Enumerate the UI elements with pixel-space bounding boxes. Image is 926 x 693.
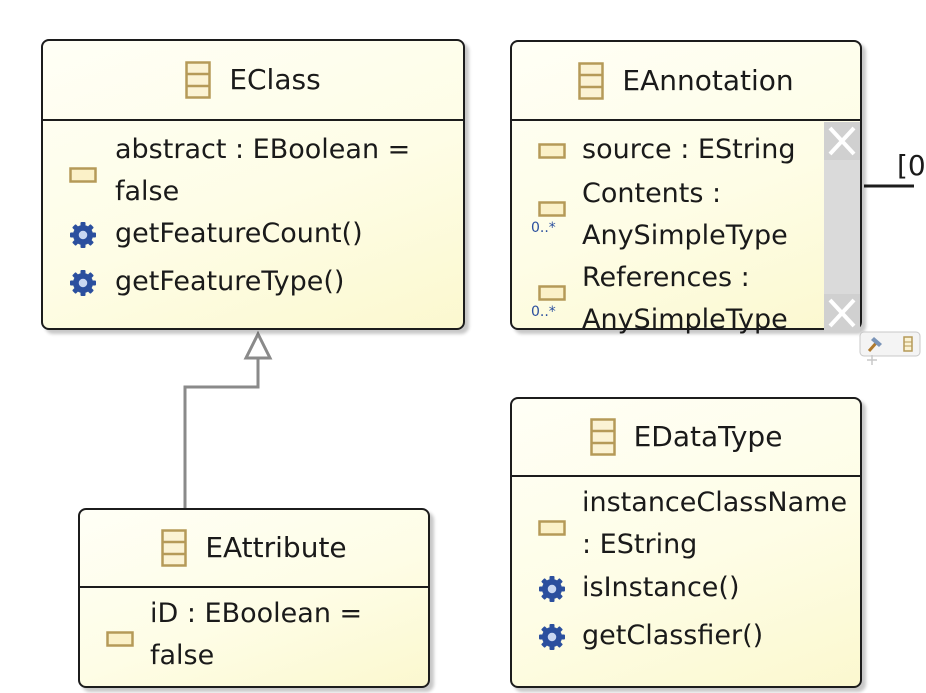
- eclass-header: EClass: [43, 41, 463, 121]
- association-multiplicity-label: [0: [897, 149, 926, 182]
- edatatype-header: EDataType: [512, 399, 860, 477]
- eclass-title: EClass: [229, 63, 321, 96]
- eclass-operation-getfeaturecount[interactable]: getFeatureCount(): [43, 213, 463, 261]
- operation-label: getFeatureType(): [115, 266, 345, 297]
- eannotation-box[interactable]: EAnnotation source : EString 0..* Conten…: [510, 40, 862, 335]
- operation-gear-icon: [539, 624, 565, 650]
- svg-text:0..*: 0..*: [531, 220, 556, 236]
- class-icon: [589, 418, 616, 456]
- eattribute-title: EAttribute: [205, 531, 347, 564]
- operation-gear-icon: [539, 576, 565, 602]
- attribute-icon: [106, 631, 134, 647]
- popup-palette-bar[interactable]: [858, 331, 921, 367]
- eclass-attribute-abstract[interactable]: abstract : EBoolean = false: [43, 129, 463, 213]
- eannotation-title: EAnnotation: [622, 63, 794, 97]
- edatatype-box[interactable]: EDataType instanceClassName : EString is…: [510, 397, 862, 688]
- attribute-label: References : AnySimpleType: [582, 262, 788, 335]
- eclass-box[interactable]: EClass abstract : EBoolean = false getFe…: [41, 39, 465, 330]
- class-icon[interactable]: [903, 336, 913, 352]
- attribute-label: instanceClassName : EString: [582, 487, 848, 560]
- attribute-icon: [538, 143, 566, 159]
- eannotation-attribute-source[interactable]: source : EString: [512, 129, 860, 171]
- multi-attribute-icon: 0..*: [531, 201, 566, 236]
- operation-gear-icon: [70, 270, 96, 296]
- operation-label: getFeatureCount(): [115, 218, 363, 249]
- plus-icon: [867, 355, 877, 365]
- eannotation-header: EAnnotation: [512, 42, 860, 121]
- operation-label: isInstance(): [582, 572, 740, 603]
- generalization-arrowhead: [243, 330, 273, 360]
- edatatype-operation-getclassfier[interactable]: getClassfier(): [512, 615, 860, 663]
- eattribute-header: EAttribute: [80, 510, 428, 588]
- edatatype-operation-isinstance[interactable]: isInstance(): [512, 567, 860, 615]
- class-icon: [161, 529, 188, 567]
- attribute-label: Contents : AnySimpleType: [582, 178, 788, 251]
- hammer-icon[interactable]: [867, 337, 882, 352]
- edatatype-title: EDataType: [633, 420, 783, 453]
- attribute-label: abstract : EBoolean = false: [115, 134, 411, 207]
- eattribute-box[interactable]: EAttribute iD : EBoolean = false: [78, 508, 430, 688]
- edatatype-attribute-instanceclassname[interactable]: instanceClassName : EString: [512, 482, 860, 566]
- operation-gear-icon: [70, 222, 96, 248]
- class-icon: [185, 61, 212, 99]
- scroll-down-button[interactable]: [824, 294, 860, 332]
- eannotation-attribute-contents[interactable]: 0..* Contents : AnySimpleType: [512, 173, 860, 257]
- eattribute-attribute-id[interactable]: iD : EBoolean = false: [80, 593, 428, 677]
- operation-label: getClassfier(): [582, 620, 764, 651]
- attribute-label: source : EString: [582, 134, 796, 165]
- eannotation-attribute-references[interactable]: 0..* References : AnySimpleType: [512, 257, 860, 341]
- scroll-up-button[interactable]: [824, 122, 860, 160]
- class-icon: [578, 61, 605, 100]
- multi-attribute-icon: 0..*: [531, 285, 566, 320]
- eclass-operation-getfeaturetype[interactable]: getFeatureType(): [43, 261, 463, 309]
- attribute-icon: [538, 520, 566, 536]
- attribute-label: iD : EBoolean = false: [150, 598, 363, 671]
- svg-text:0..*: 0..*: [531, 304, 556, 320]
- attribute-icon: [69, 167, 97, 183]
